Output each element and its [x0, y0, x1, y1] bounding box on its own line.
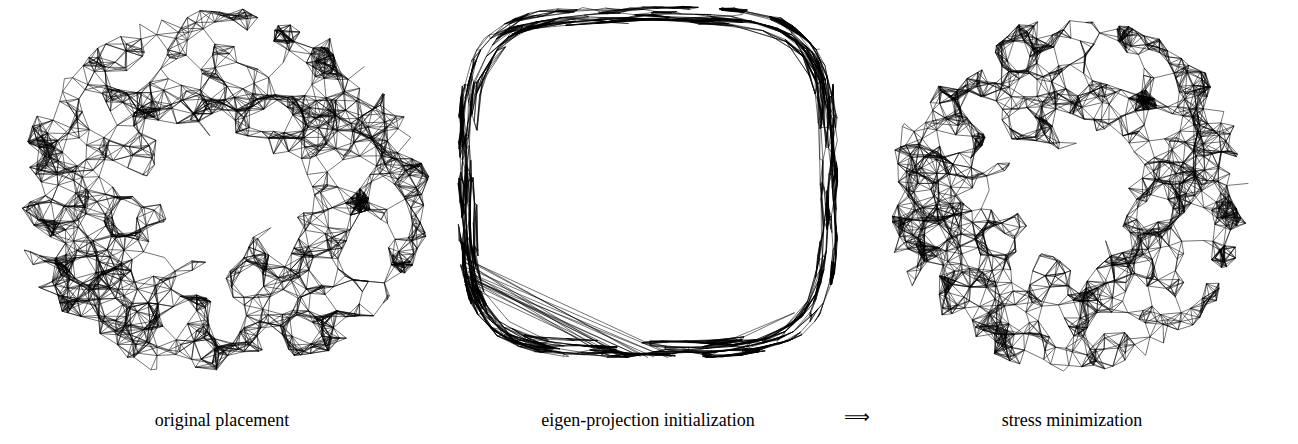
graph-eigen-projection [458, 6, 837, 357]
panel-caption: stress minimization [1002, 409, 1142, 431]
graph-stress-minimization [892, 21, 1248, 371]
graph-original [22, 9, 428, 370]
panel-caption: original placement [155, 409, 289, 431]
panel-caption: eigen-projection initialization [541, 409, 754, 431]
arrow-symbol: ⟹ [844, 406, 870, 428]
